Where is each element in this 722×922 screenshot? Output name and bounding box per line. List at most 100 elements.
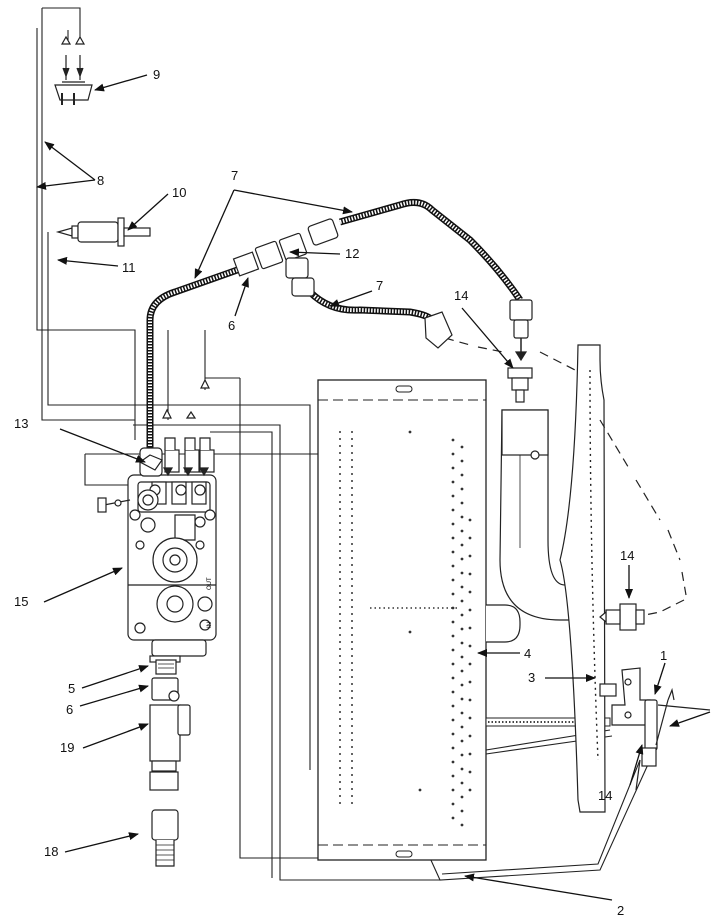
back-panel xyxy=(559,344,606,813)
perforation-dot xyxy=(351,788,353,790)
perforation-dot xyxy=(468,716,472,720)
perforation-dot xyxy=(351,711,353,713)
perforation-dot xyxy=(351,599,353,601)
perforation-dot xyxy=(351,515,353,517)
perforation-dot xyxy=(339,585,341,587)
perforation-dot xyxy=(451,802,455,806)
perforation-dot xyxy=(339,648,341,650)
perforation-dot xyxy=(468,518,472,522)
perforation-dot xyxy=(351,725,353,727)
perforation-dot xyxy=(351,627,353,629)
perforation-dot xyxy=(339,480,341,482)
perforation-dot xyxy=(451,732,455,736)
perforation-dot xyxy=(339,697,341,699)
perforation-dot xyxy=(351,781,353,783)
perforation-dot xyxy=(339,690,341,692)
label-2: 2 xyxy=(617,903,624,918)
label-11: 11 xyxy=(122,260,136,275)
fittings-14 xyxy=(507,367,645,631)
perforation-dot xyxy=(460,781,464,785)
perforation-dot xyxy=(468,608,472,612)
perforation-dot xyxy=(339,725,341,727)
perforation-dot xyxy=(460,711,464,715)
perforation-dot xyxy=(468,662,472,666)
label-5: 5 xyxy=(68,681,75,696)
perforation-dot xyxy=(351,795,353,797)
label-12: 12 xyxy=(345,246,359,261)
perforation-dot xyxy=(339,704,341,706)
perforation-dot xyxy=(339,767,341,769)
perforation-dot xyxy=(451,788,455,792)
perforation-dot xyxy=(460,487,464,491)
perforation-dot xyxy=(339,795,341,797)
perforation-dot xyxy=(339,529,341,531)
perforation-dot xyxy=(451,746,455,750)
perforation-dot xyxy=(460,529,464,533)
perforation-dot xyxy=(351,746,353,748)
perforation-dot xyxy=(451,550,455,554)
perforation-dot xyxy=(468,554,472,558)
perforation-dot xyxy=(351,676,353,678)
perforation-dot xyxy=(339,438,341,440)
perforation-dot xyxy=(451,592,455,596)
perforation-dot xyxy=(339,459,341,461)
perforation-dot xyxy=(351,431,353,433)
perforation-dot xyxy=(339,494,341,496)
perforation-dot xyxy=(339,641,341,643)
label-9: 9 xyxy=(153,67,160,82)
perforation-dot xyxy=(451,634,455,638)
dashed-route xyxy=(444,337,687,617)
label-19: 19 xyxy=(60,740,74,755)
perforation-dot xyxy=(339,452,341,454)
perforation-dot xyxy=(351,466,353,468)
perforation-dot xyxy=(468,698,472,702)
perforation-dot xyxy=(451,522,455,526)
perforation-dot xyxy=(351,543,353,545)
perforation-dot xyxy=(351,739,353,741)
label-1: 1 xyxy=(660,648,667,663)
perforation-dot xyxy=(460,571,464,575)
perforation-dot xyxy=(351,592,353,594)
perforation-dot xyxy=(351,508,353,510)
perforation-dot xyxy=(339,445,341,447)
perforation-dot xyxy=(339,753,341,755)
perforation-dot xyxy=(468,788,472,792)
label-7-mid: 7 xyxy=(376,278,383,293)
label-14-right: 14 xyxy=(620,548,634,563)
perforation-dot xyxy=(339,501,341,503)
perforation-dot xyxy=(460,641,464,645)
label-18: 18 xyxy=(44,844,58,859)
perforation-dot xyxy=(339,599,341,601)
perforation-dot xyxy=(351,704,353,706)
perforation-dot xyxy=(339,781,341,783)
gas-valve xyxy=(97,378,217,663)
label-14-bottom: 14 xyxy=(598,788,612,803)
perforation-dot xyxy=(408,430,412,434)
perforation-dot xyxy=(339,431,341,433)
perforation-dot xyxy=(451,564,455,568)
perforation-dot xyxy=(451,704,455,708)
perforation-dot xyxy=(339,788,341,790)
perforation-dot xyxy=(451,466,455,470)
perforation-dot xyxy=(351,494,353,496)
perforation-dot xyxy=(339,466,341,468)
perforation-dot xyxy=(468,536,472,540)
perforation-dot xyxy=(351,753,353,755)
perforation-dot xyxy=(460,823,464,827)
perforation-dot xyxy=(451,536,455,540)
inlet-fittings xyxy=(149,659,191,867)
label-8: 8 xyxy=(97,173,104,188)
perforation-dot xyxy=(351,718,353,720)
perforation-dot xyxy=(339,676,341,678)
perforation-dot xyxy=(351,501,353,503)
perforation-dot xyxy=(351,662,353,664)
perforation-dot xyxy=(468,752,472,756)
perforation-dot xyxy=(451,452,455,456)
perforation-dot xyxy=(339,606,341,608)
perforation-dot xyxy=(351,487,353,489)
perforation-dot xyxy=(451,578,455,582)
perforation-dot xyxy=(460,767,464,771)
perforation-dot xyxy=(351,557,353,559)
perforation-dot xyxy=(460,627,464,631)
perforation-dot xyxy=(339,746,341,748)
